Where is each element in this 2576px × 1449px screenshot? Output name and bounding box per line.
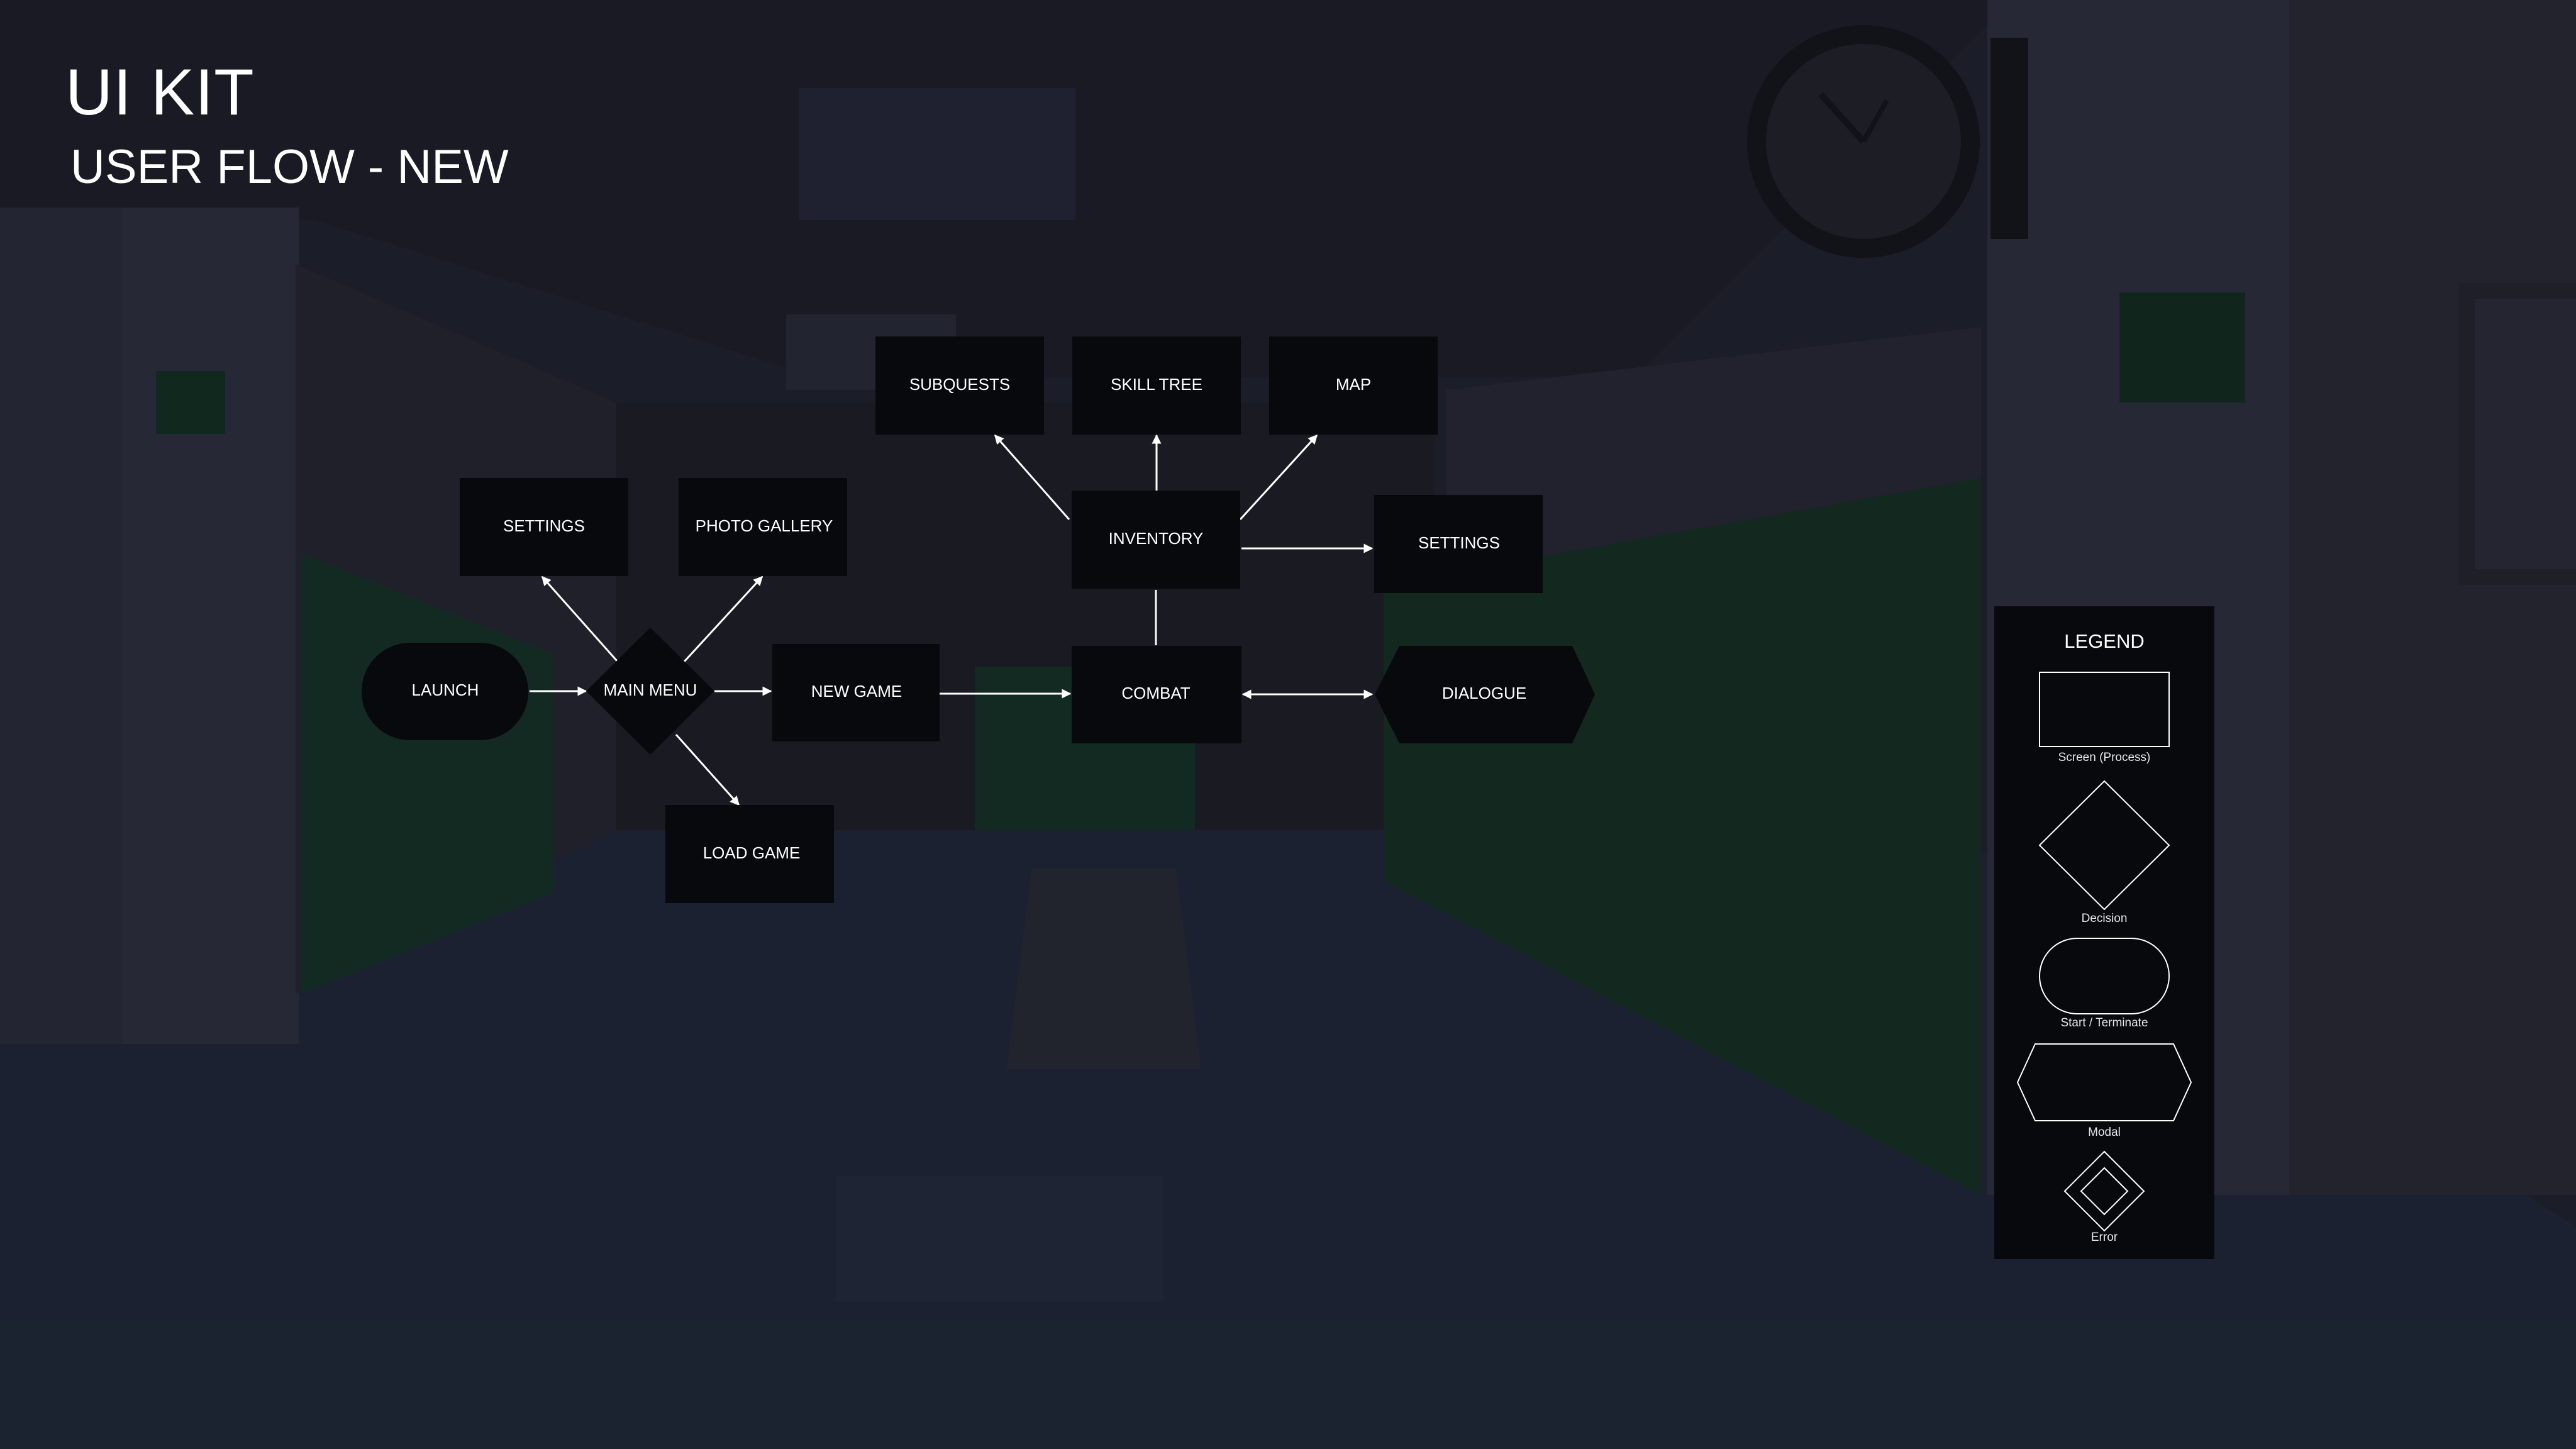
- page-title: UI KIT: [65, 56, 255, 129]
- legend-double-diamond-inner-shape: [2080, 1167, 2129, 1216]
- edge-inventory-to-map: [1239, 434, 1318, 521]
- legend-rectangle-shape: [2039, 672, 2170, 747]
- node-dialogue-label: DIALOGUE: [1442, 684, 1526, 702]
- edge-inventory-to-subquests: [994, 434, 1070, 520]
- node-map-label: MAP: [1336, 375, 1371, 394]
- node-main-menu-label: MAIN MENU: [604, 680, 697, 699]
- legend-diamond-shape: [2038, 780, 2170, 911]
- node-launch[interactable]: LAUNCH: [362, 643, 528, 740]
- node-settings-left[interactable]: SETTINGS: [460, 478, 628, 576]
- node-skill-tree[interactable]: SKILL TREE: [1072, 336, 1241, 435]
- legend-double-diamond-outer-shape: [2063, 1150, 2145, 1232]
- legend-label-modal: Modal: [2088, 1126, 2121, 1139]
- node-photo-gallery[interactable]: PHOTO GALLERY: [679, 478, 847, 576]
- legend-label-error: Error: [2090, 1231, 2118, 1244]
- node-settings-left-label: SETTINGS: [503, 516, 585, 535]
- edge-main-menu-to-photo-gallery: [683, 575, 763, 663]
- legend-stadium-shape: [2039, 938, 2170, 1014]
- node-new-game-label: NEW GAME: [811, 682, 902, 701]
- node-dialogue[interactable]: DIALOGUE: [1375, 646, 1595, 743]
- node-launch-label: LAUNCH: [412, 680, 479, 699]
- node-combat-label: COMBAT: [1121, 684, 1190, 702]
- node-inventory-label: INVENTORY: [1109, 529, 1204, 548]
- node-inventory[interactable]: INVENTORY: [1072, 491, 1240, 589]
- node-settings-right-label: SETTINGS: [1418, 533, 1500, 552]
- node-main-menu[interactable]: MAIN MENU: [586, 628, 714, 755]
- node-photo-gallery-label: PHOTO GALLERY: [696, 516, 833, 535]
- legend-label-screen: Screen (Process): [2058, 751, 2151, 764]
- legend-shapes: [2016, 672, 2192, 1232]
- edge-main-menu-to-settings: [541, 575, 619, 662]
- node-settings-right[interactable]: SETTINGS: [1374, 495, 1543, 593]
- legend-label-start-terminate: Start / Terminate: [2060, 1016, 2148, 1030]
- node-subquests-label: SUBQUESTS: [909, 375, 1010, 394]
- node-subquests[interactable]: SUBQUESTS: [875, 336, 1044, 435]
- flow-connectors: [530, 434, 1374, 806]
- node-combat[interactable]: COMBAT: [1072, 646, 1241, 743]
- node-new-game[interactable]: NEW GAME: [772, 644, 940, 741]
- legend-label-decision: Decision: [2081, 912, 2128, 925]
- page-subtitle: USER FLOW - NEW: [70, 140, 509, 194]
- legend-hexagon-shape: [2016, 1043, 2192, 1121]
- edge-main-menu-to-load-game: [675, 734, 740, 806]
- node-load-game-label: LOAD GAME: [703, 843, 801, 862]
- node-map[interactable]: MAP: [1269, 336, 1438, 435]
- node-skill-tree-label: SKILL TREE: [1111, 375, 1202, 394]
- node-load-game[interactable]: LOAD GAME: [665, 805, 834, 903]
- legend-title: LEGEND: [2064, 630, 2145, 652]
- legend-panel: LEGEND Screen (Process) Decision Start /…: [1994, 606, 2214, 1259]
